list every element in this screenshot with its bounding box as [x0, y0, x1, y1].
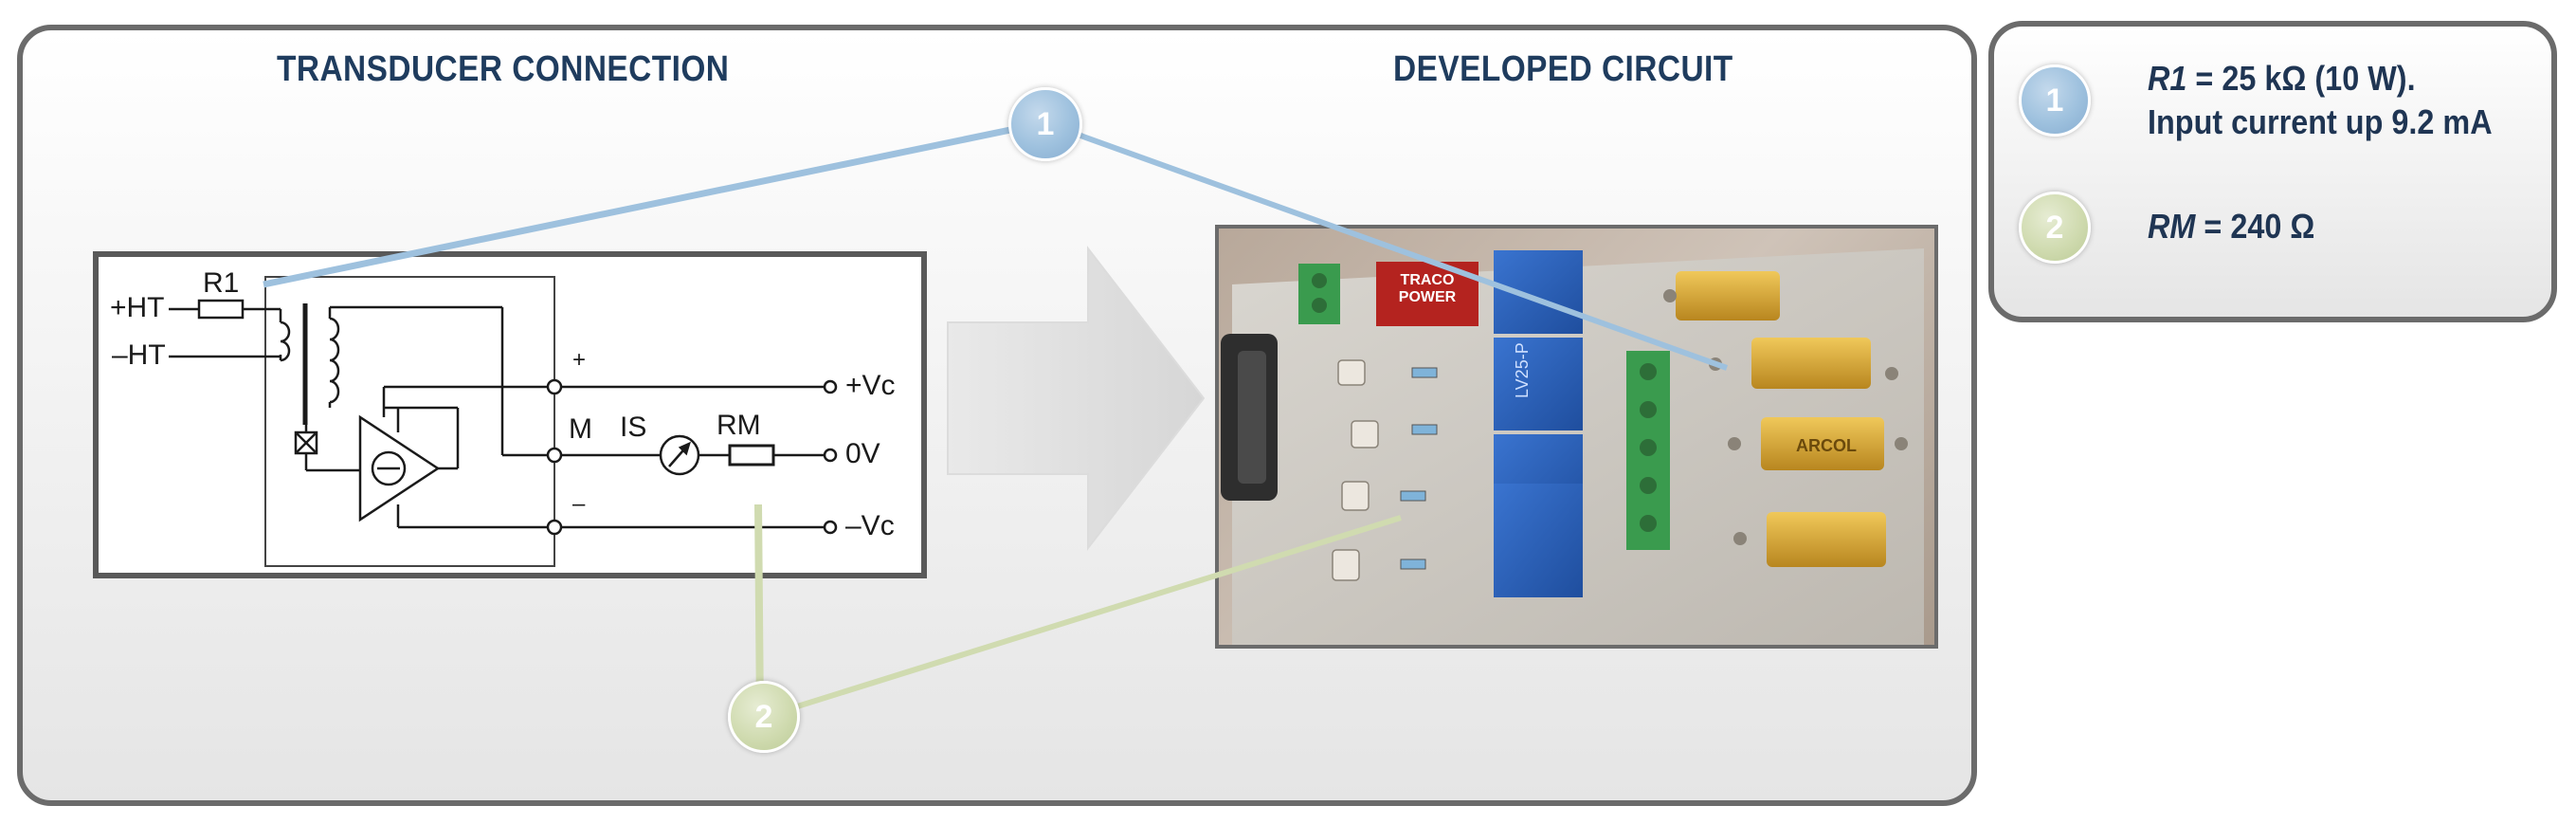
callout-badge-1: 1 — [1008, 87, 1082, 161]
arcol-label: ARCOL — [1796, 436, 1857, 455]
legend-item-1-line2: Input current up 9.2 mA — [2148, 102, 2493, 141]
label-m: M — [569, 413, 592, 445]
label-plus-sign: + — [572, 347, 587, 373]
label-rm: RM — [717, 410, 761, 441]
label-r1: R1 — [203, 267, 240, 299]
transducer-connection-title: TRANSDUCER CONNECTION — [277, 49, 730, 89]
legend-item-2-text: = 240 Ω — [2195, 207, 2315, 246]
label-minus-ht: –HT — [112, 339, 166, 371]
developed-circuit-title: DEVELOPED CIRCUIT — [1393, 49, 1733, 89]
legend-item-1-var: R1 — [2148, 59, 2187, 98]
callout-badge-2: 2 — [728, 681, 800, 753]
label-plus-vc: +Vc — [845, 370, 896, 401]
label-is: IS — [620, 412, 647, 443]
traco-label-1: TRACO — [1401, 272, 1455, 288]
label-minus-sign: – — [572, 491, 586, 517]
label-plus-ht: +HT — [110, 292, 165, 323]
legend-item-2-var: RM — [2148, 207, 2196, 246]
legend-panel — [1988, 21, 2557, 322]
legend-item-2: RM = 240 Ω — [2148, 205, 2314, 248]
legend-badge-2: 2 — [2019, 192, 2091, 264]
label-zero-v: 0V — [845, 438, 880, 469]
lv25-label: LV25-P — [1513, 342, 1532, 398]
label-minus-vc: –Vc — [845, 510, 895, 541]
traco-label-2: POWER — [1399, 289, 1457, 305]
legend-item-1: R1 = 25 kΩ (10 W). Input current up 9.2 … — [2148, 57, 2493, 144]
legend-item-1-text: = 25 kΩ (10 W). — [2186, 59, 2416, 98]
legend-badge-1: 1 — [2019, 64, 2091, 137]
